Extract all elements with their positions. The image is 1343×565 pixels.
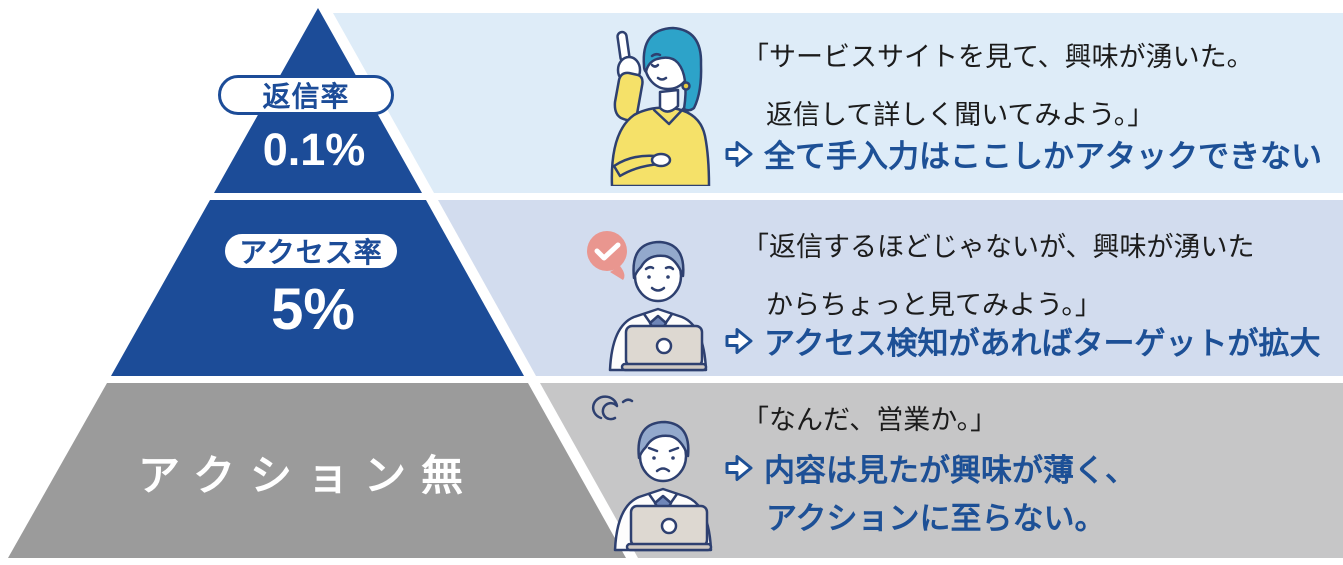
tier1-value: 0.1% [262,124,366,175]
right-arrow-outline-icon [725,328,753,354]
man-laptop-check-illustration [587,231,708,372]
annoyed-squiggle-icon [591,395,619,421]
tier2-value: 5% [271,277,355,342]
man-laptop-annoyed-illustration [591,395,713,552]
pyramid-tier-3 [8,383,626,558]
row1-point-text: 全て手入力はここしかアタックできない [764,139,1322,174]
tier2-label: アクセス率 [239,237,383,268]
tier1-label: 返信率 [262,81,350,112]
row2-quote-line2: からちょっと見てみよう。」 [766,290,1102,320]
row3-quote-line1: 「なんだ、営業か。」 [742,405,998,435]
row3-quote: 「なんだ、営業か。」 [742,398,997,442]
row2-quote: 「返信するほどじゃないが、興味が湧いた からちょっと見てみよう。」 [742,218,1254,334]
row3-point: 内容は見たが興味が薄く、 アクションに至らない。 [724,447,1136,543]
row1-point: 全て手入力はここしかアタックできない [724,133,1322,181]
row3-point-line1: 内容は見たが興味が薄く、 [764,453,1136,488]
row3-point-line2: アクションに至らない。 [766,501,1106,536]
right-arrow-outline-icon [725,455,753,481]
row1-quote-line2: 返信して詳しく聞いてみよう。」 [766,100,1155,130]
tier1-label-pill: 返信率 [218,75,394,115]
tier2-label-pill: アクセス率 [222,231,400,271]
tier3-label: アクション無 [138,452,478,499]
row1-quote-line1: 「サービスサイトを見て、興味が湧いた。 [742,42,1254,72]
row2-point: アクセス検知があればターゲットが拡大 [724,320,1320,368]
row2-quote-line1: 「返信するほどじゃないが、興味が湧いた [742,232,1255,262]
row2-point-text: アクセス検知があればターゲットが拡大 [764,326,1321,361]
pyramid-tier-2 [111,200,524,376]
right-arrow-outline-icon [725,141,753,167]
band-1-background [333,13,1343,193]
band-3-background [540,383,1343,558]
woman-pointing-illustration [610,26,711,186]
row1-quote: 「サービスサイトを見て、興味が湧いた。 返信して詳しく聞いてみよう。」 [742,28,1254,144]
